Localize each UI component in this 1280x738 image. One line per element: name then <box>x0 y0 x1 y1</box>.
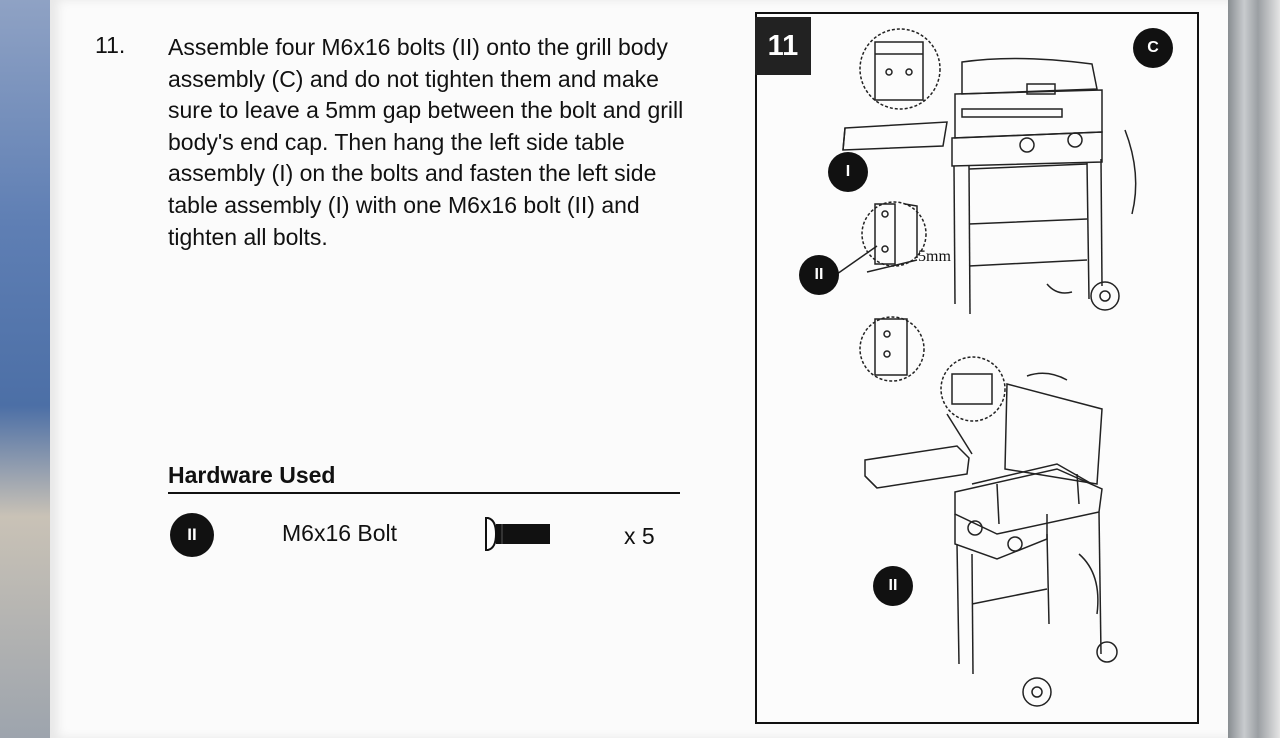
hardware-divider <box>168 492 680 494</box>
step-instructions: Assemble four M6x16 bolts (II) onto the … <box>168 34 684 250</box>
label-ii-badge-top: II <box>799 255 839 295</box>
hardware-badge: II <box>170 513 214 557</box>
label-c-badge: C <box>1133 28 1173 68</box>
label-i-badge: I <box>828 152 868 192</box>
gap-label: 5mm <box>918 248 951 265</box>
hardware-qty: x 5 <box>624 523 655 549</box>
step-number: 11. <box>95 32 126 58</box>
label-ii-badge-bottom: II <box>873 566 913 606</box>
grill-assembly-illustration <box>836 28 1137 707</box>
background-right <box>1225 0 1280 738</box>
hardware-name: M6x16 Bolt <box>282 520 398 546</box>
hardware-title: Hardware Used <box>168 462 336 488</box>
bolt-icon <box>485 517 550 551</box>
figure-number: 11 <box>755 17 811 75</box>
